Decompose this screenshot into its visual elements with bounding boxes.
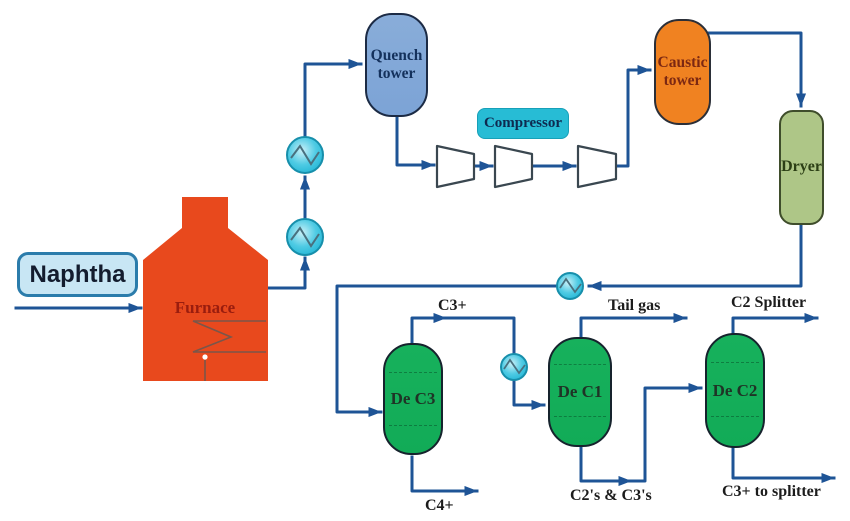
de-c2-column: De C2 (705, 333, 765, 448)
tray-line (554, 416, 606, 418)
c4plus-line (410, 455, 479, 497)
naphtha-feed-box: Naphtha (17, 252, 138, 297)
stream-label-c3-plus: C3+ (438, 297, 467, 314)
heat-exchanger-icon-2 (286, 218, 324, 256)
de-c1-column: De C1 (548, 337, 612, 447)
quench-tower-vessel: Quench tower (365, 13, 428, 117)
caustic-tower-vessel: Caustic tower (654, 19, 711, 125)
quench-outlet-line (395, 115, 436, 171)
furnace-shape (143, 197, 268, 381)
return-to-dec3-line (335, 284, 558, 418)
tray-line (554, 364, 606, 366)
compressor-label-box: Compressor (477, 108, 569, 139)
dec2-bottoms-line (731, 445, 836, 484)
de-c3-column: De C3 (383, 343, 443, 455)
tray-line (711, 361, 759, 363)
quench-tower-label: Quench tower (370, 47, 423, 82)
c3plus-to-exchanger-line (447, 316, 516, 355)
compressor-stage-2-icon (493, 144, 534, 189)
tray-line (389, 372, 437, 373)
heat-exchanger-icon-3 (556, 272, 584, 300)
de-c1-label: De C1 (557, 382, 603, 402)
furnace-outlet-line (266, 256, 311, 290)
stream-label-tail-gas: Tail gas (608, 297, 661, 314)
stream-label-c3-plus-to-splitter: C3+ to splitter (722, 483, 821, 500)
compressor-label: Compressor (483, 114, 563, 131)
dryer-return-line (587, 223, 803, 292)
to-dec2-line (632, 382, 703, 483)
de-c3-label: De C3 (390, 389, 436, 409)
furnace-label: Furnace (174, 298, 236, 317)
compressor-stage-1-icon (435, 144, 476, 189)
de-c2-label: De C2 (712, 380, 758, 400)
heat-exchanger-icon-4 (500, 353, 528, 381)
caustic-tower-label: Caustic tower (657, 54, 708, 89)
comp3-caustic-line (614, 64, 652, 168)
c2-splitter-line (731, 312, 819, 336)
dec1-bottoms-line (579, 444, 633, 487)
caustic-dryer-line (707, 31, 807, 108)
heat-exchanger-icon-1 (286, 136, 324, 174)
exchanger-to-dec1-line (512, 379, 546, 411)
heat-exchangers (286, 136, 584, 381)
stream-label-c4-plus: C4+ (425, 497, 454, 514)
naphtha-label: Naphtha (29, 260, 126, 288)
tail-gas-line (579, 312, 688, 340)
tray-line (711, 416, 759, 418)
compressor-stages (435, 144, 618, 189)
dryer-vessel: Dryer (779, 110, 824, 225)
compressor-stage-3-icon (576, 144, 618, 189)
furnace-coil (192, 320, 266, 353)
stream-label-c2s-and-c3s: C2's & C3's (570, 487, 652, 504)
stream-label-c2-splitter: C2 Splitter (731, 294, 807, 311)
to-quench-line (303, 58, 363, 139)
tray-line (389, 424, 437, 426)
dryer-label: Dryer (781, 158, 822, 176)
c3plus-overhead-line (410, 312, 448, 345)
